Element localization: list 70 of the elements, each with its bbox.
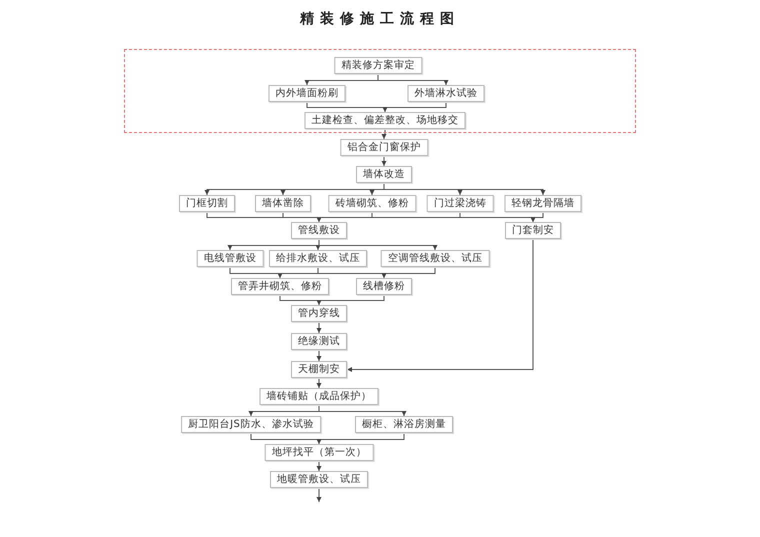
step-text: 空调管线敷设、试压 xyxy=(388,254,482,264)
process-box xyxy=(270,471,368,488)
process-box xyxy=(334,57,422,74)
arrow xyxy=(530,212,544,222)
process-box xyxy=(426,195,494,212)
step-text: 厨卫阳台JS防水、渗水试验 xyxy=(188,420,314,430)
arrow xyxy=(346,238,534,372)
step-text: 管线敷设 xyxy=(298,226,340,236)
process-box xyxy=(264,444,374,461)
step-text: 内外墙面粉刷 xyxy=(276,88,338,98)
process-box xyxy=(231,278,329,295)
step-text: 管弄井砌筑、修粉 xyxy=(238,282,322,292)
process-box xyxy=(380,250,490,267)
arrow xyxy=(382,156,386,166)
step-text: 墙砖铺贴（成品保护） xyxy=(266,392,372,402)
step-text: 门过梁浇铸 xyxy=(434,198,486,208)
arrow xyxy=(316,294,384,306)
process-box xyxy=(408,85,484,102)
arrow xyxy=(316,378,322,388)
arrow xyxy=(316,432,404,444)
step-text: 轻钢龙骨隔墙 xyxy=(512,198,574,208)
step-text: 门框切割 xyxy=(186,198,228,208)
step-text: 天棚制安 xyxy=(298,364,340,374)
step-text: 砖墙砌筑、修粉 xyxy=(335,198,409,208)
process-box xyxy=(291,361,347,378)
process-box xyxy=(304,112,466,129)
step-text: 精装修方案审定 xyxy=(341,60,415,70)
dashed-group-frame xyxy=(124,49,636,133)
process-box xyxy=(291,333,347,350)
process-box xyxy=(291,222,347,239)
process-box xyxy=(291,305,347,322)
arrow xyxy=(382,102,446,112)
process-box xyxy=(269,250,367,267)
arrow xyxy=(316,460,322,472)
step-text: 铝合金门窗保护 xyxy=(347,142,421,152)
arrow xyxy=(316,350,322,362)
step-text: 土建检查、偏差整改、场地移交 xyxy=(312,116,458,126)
process-box xyxy=(356,278,412,295)
step-text: 门套制安 xyxy=(512,226,554,236)
process-box xyxy=(328,195,416,212)
process-box xyxy=(356,166,412,183)
arrow xyxy=(316,322,322,334)
process-box xyxy=(260,388,378,405)
step-text: 地坪找平（第一次） xyxy=(272,448,366,458)
process-box xyxy=(340,139,428,156)
arrow xyxy=(382,128,386,140)
arrow xyxy=(318,404,406,416)
step-text: 管内穿线 xyxy=(298,308,340,318)
process-box xyxy=(504,195,582,212)
process-box xyxy=(181,416,321,433)
arrow xyxy=(318,238,438,250)
step-text: 橱柜、淋浴房测量 xyxy=(362,420,446,430)
process-box xyxy=(196,250,264,267)
step-text: 给排水敷设、试压 xyxy=(276,254,360,264)
step-text: 墙体改造 xyxy=(363,170,405,180)
arrow xyxy=(316,488,322,502)
step-text: 墙体凿除 xyxy=(262,198,304,208)
step-text: 电线管敷设 xyxy=(204,254,256,264)
arrow xyxy=(382,266,436,278)
step-text: 绝缘测试 xyxy=(298,336,340,346)
step-text: 地暖管敷设、试压 xyxy=(277,474,361,484)
step-text: 线槽修粉 xyxy=(363,282,405,292)
process-box xyxy=(505,222,561,239)
process-box xyxy=(268,85,346,102)
process-box xyxy=(255,195,311,212)
step-text: 外墙淋水试验 xyxy=(414,88,478,98)
process-box xyxy=(355,416,453,433)
arrow xyxy=(378,74,448,86)
diagram-title: 精装修施工流程图 xyxy=(298,10,461,28)
process-box xyxy=(179,195,235,212)
